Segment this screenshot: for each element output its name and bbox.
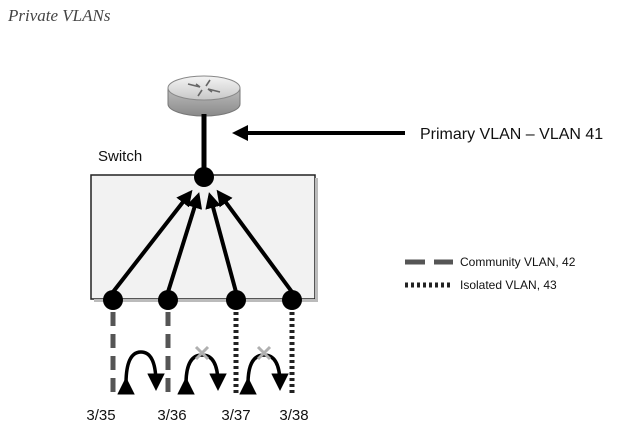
port-node-3-37 xyxy=(226,290,246,310)
port-node-3-38 xyxy=(282,290,302,310)
legend-community-label: Community VLAN, 42 xyxy=(460,255,576,269)
primary-vlan-label: Primary VLAN – VLAN 41 xyxy=(420,126,603,143)
port-label-3-38: 3/38 xyxy=(279,407,308,424)
curved-arrow-icon xyxy=(117,350,165,395)
legend: Community VLAN, 42 Isolated VLAN, 43 xyxy=(405,255,576,292)
router-icon xyxy=(167,75,241,117)
blocked-x-icon xyxy=(256,345,272,361)
switch-box xyxy=(90,174,316,300)
port-label-3-36: 3/36 xyxy=(157,407,186,424)
blocked-arrow-3-37-3-38 xyxy=(239,353,289,395)
port-node-3-35 xyxy=(103,290,123,310)
port-arrows xyxy=(111,189,294,294)
switch-label: Switch xyxy=(98,148,142,165)
port-node-3-36 xyxy=(158,290,178,310)
port-label-3-37: 3/37 xyxy=(221,407,250,424)
port-label-3-35: 3/35 xyxy=(86,407,115,424)
figure-title: Private VLANs xyxy=(8,6,111,25)
primary-node xyxy=(194,167,214,187)
legend-isolated-label: Isolated VLAN, 43 xyxy=(460,278,557,292)
blocked-arrow-3-36-3-37 xyxy=(177,353,227,395)
blocked-x-icon xyxy=(194,345,210,361)
